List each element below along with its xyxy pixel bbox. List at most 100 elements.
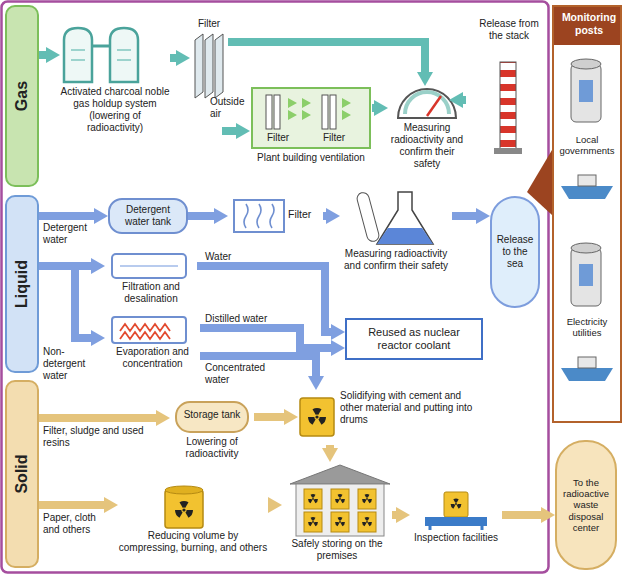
edge-label: Detergent water: [43, 222, 105, 246]
outside-air-arrow: [222, 131, 236, 132]
node-text: Inspection facilities: [410, 532, 502, 544]
node-text: Filter: [190, 18, 228, 30]
node-text: Filter: [288, 208, 323, 221]
storage-house: [307, 494, 318, 505]
node-text: Solid: [12, 454, 31, 493]
storage-house: [307, 517, 318, 528]
storage-house: [331, 512, 349, 532]
outer-frame: [2, 2, 549, 573]
liquid-filter-box: [234, 200, 284, 232]
inspection-table: [425, 517, 487, 526]
radiation-gauge: [427, 96, 441, 116]
liquid-monitor: Measuring radioactivity and confirm thei…: [340, 186, 452, 286]
stack: [494, 148, 522, 154]
node-text: Monitoring posts: [554, 11, 624, 36]
gas-filter-panels: [195, 34, 203, 98]
test-flask: [356, 191, 381, 242]
node-text: Measuring radioactivity and confirm thei…: [388, 122, 466, 170]
edge-label: Filter, sludge and used resins: [43, 425, 161, 449]
evaporator-tank: [120, 332, 170, 339]
ventilation-box: [252, 88, 370, 148]
radiation-gauge: [398, 89, 456, 118]
liquid-band: Liquid: [5, 195, 39, 373]
drum-icon: [165, 398, 334, 528]
node-text: Reducing volume by compressing, burning,…: [118, 530, 268, 554]
ventilation-box: [330, 95, 336, 129]
outer-frame: [2, 2, 549, 573]
ventilation-box: [322, 95, 328, 129]
node-text: Release from the stack: [477, 18, 541, 42]
liquid-filter-box: [244, 204, 274, 228]
node-text: Release to the sea: [495, 234, 535, 270]
charcoal-vessels: [64, 28, 138, 82]
node-text: Storage tank: [170, 409, 254, 421]
ship-icon: [561, 368, 613, 381]
inspection-facility: Inspection facilities: [410, 486, 502, 556]
gas-monitor: Measuring radioactivity and confirm thei…: [388, 86, 466, 173]
node-text: Filter: [314, 132, 354, 144]
node-text: Activated charcoal noble gas holdup syst…: [60, 86, 170, 134]
ventilation-unit: FilterFilterPlant building ventilation: [250, 86, 372, 181]
evaporator-tank: [112, 317, 186, 343]
node-text: Safely storing on the premises: [282, 538, 392, 562]
node-text: Detergent water tank: [113, 204, 183, 228]
flow-arrow: [392, 511, 396, 519]
ship-icon: [561, 186, 613, 199]
inspection-table: [430, 526, 482, 530]
ventilation-box: [266, 95, 272, 129]
test-flask: [356, 191, 433, 244]
flow-arrow: [170, 54, 176, 62]
inspection-table: [444, 492, 468, 517]
test-flask: [377, 192, 433, 244]
flow-arrow: [463, 96, 466, 104]
node-text: Evaporation and concentration: [105, 346, 200, 370]
storage-tank: Storage tankLowering of radioactivity: [170, 400, 254, 468]
monitoring-post: Electricity utilities: [555, 232, 619, 414]
inspection-table: [425, 492, 487, 530]
on-site-storage: Safely storing on the premises: [282, 462, 392, 565]
evaporator: Evaporation and concentration: [105, 315, 200, 375]
drum-icon: [300, 398, 334, 436]
ventilation-box: [288, 98, 351, 120]
flow-arrow: [254, 413, 284, 421]
charcoal-holdup: Activated charcoal noble gas holdup syst…: [60, 26, 170, 137]
flow-arrow: [323, 212, 326, 220]
node-text: Gas: [12, 81, 31, 111]
monitoring-post-icon: [571, 64, 601, 122]
flow-arrow: [200, 328, 331, 348]
storage-house: [290, 465, 390, 536]
flow-arrow: [326, 445, 334, 448]
flow-arrow: [39, 266, 91, 338]
tank-box: Detergent water tank: [108, 198, 188, 234]
stack: [494, 62, 522, 154]
flow-arrow: [39, 501, 104, 509]
radiation-gauge: [398, 89, 456, 118]
inspection-table: [450, 498, 462, 510]
ventilation-box: [252, 88, 370, 148]
flow-arrow: [39, 212, 94, 220]
ship-icon: [578, 357, 596, 368]
edge-label: Paper, cloth and others: [43, 512, 113, 536]
evaporator-tank: [112, 317, 186, 343]
edge-label: Concentrated water: [205, 362, 277, 386]
ventilation-box: [274, 95, 280, 129]
disposal-capsule: To the radioactive waste disposal center: [555, 440, 617, 570]
flow-arrow: [502, 511, 541, 519]
storage-house: [334, 517, 345, 528]
storage-house: [334, 494, 345, 505]
process-box: Reused as nuclear reactor coolant: [345, 318, 483, 360]
filtration-tank: [112, 254, 186, 278]
drum-icon: [174, 500, 194, 520]
ship-icon: [578, 175, 596, 186]
filtration-tank: [112, 254, 186, 278]
monitoring-post-icon: [571, 243, 601, 253]
node-text: Filtration and desalination: [105, 281, 197, 305]
monitoring-post-icon: [571, 59, 601, 69]
monitoring-post-icon: [579, 264, 593, 286]
charcoal-vessels: [64, 28, 92, 82]
monitoring-post-icon: [571, 248, 601, 306]
node-text: Liquid: [12, 260, 31, 308]
sea-capsule: Release to the sea: [490, 196, 540, 308]
monitoring-panel: Monitoring postsLocal governmentsElectri…: [552, 5, 622, 423]
